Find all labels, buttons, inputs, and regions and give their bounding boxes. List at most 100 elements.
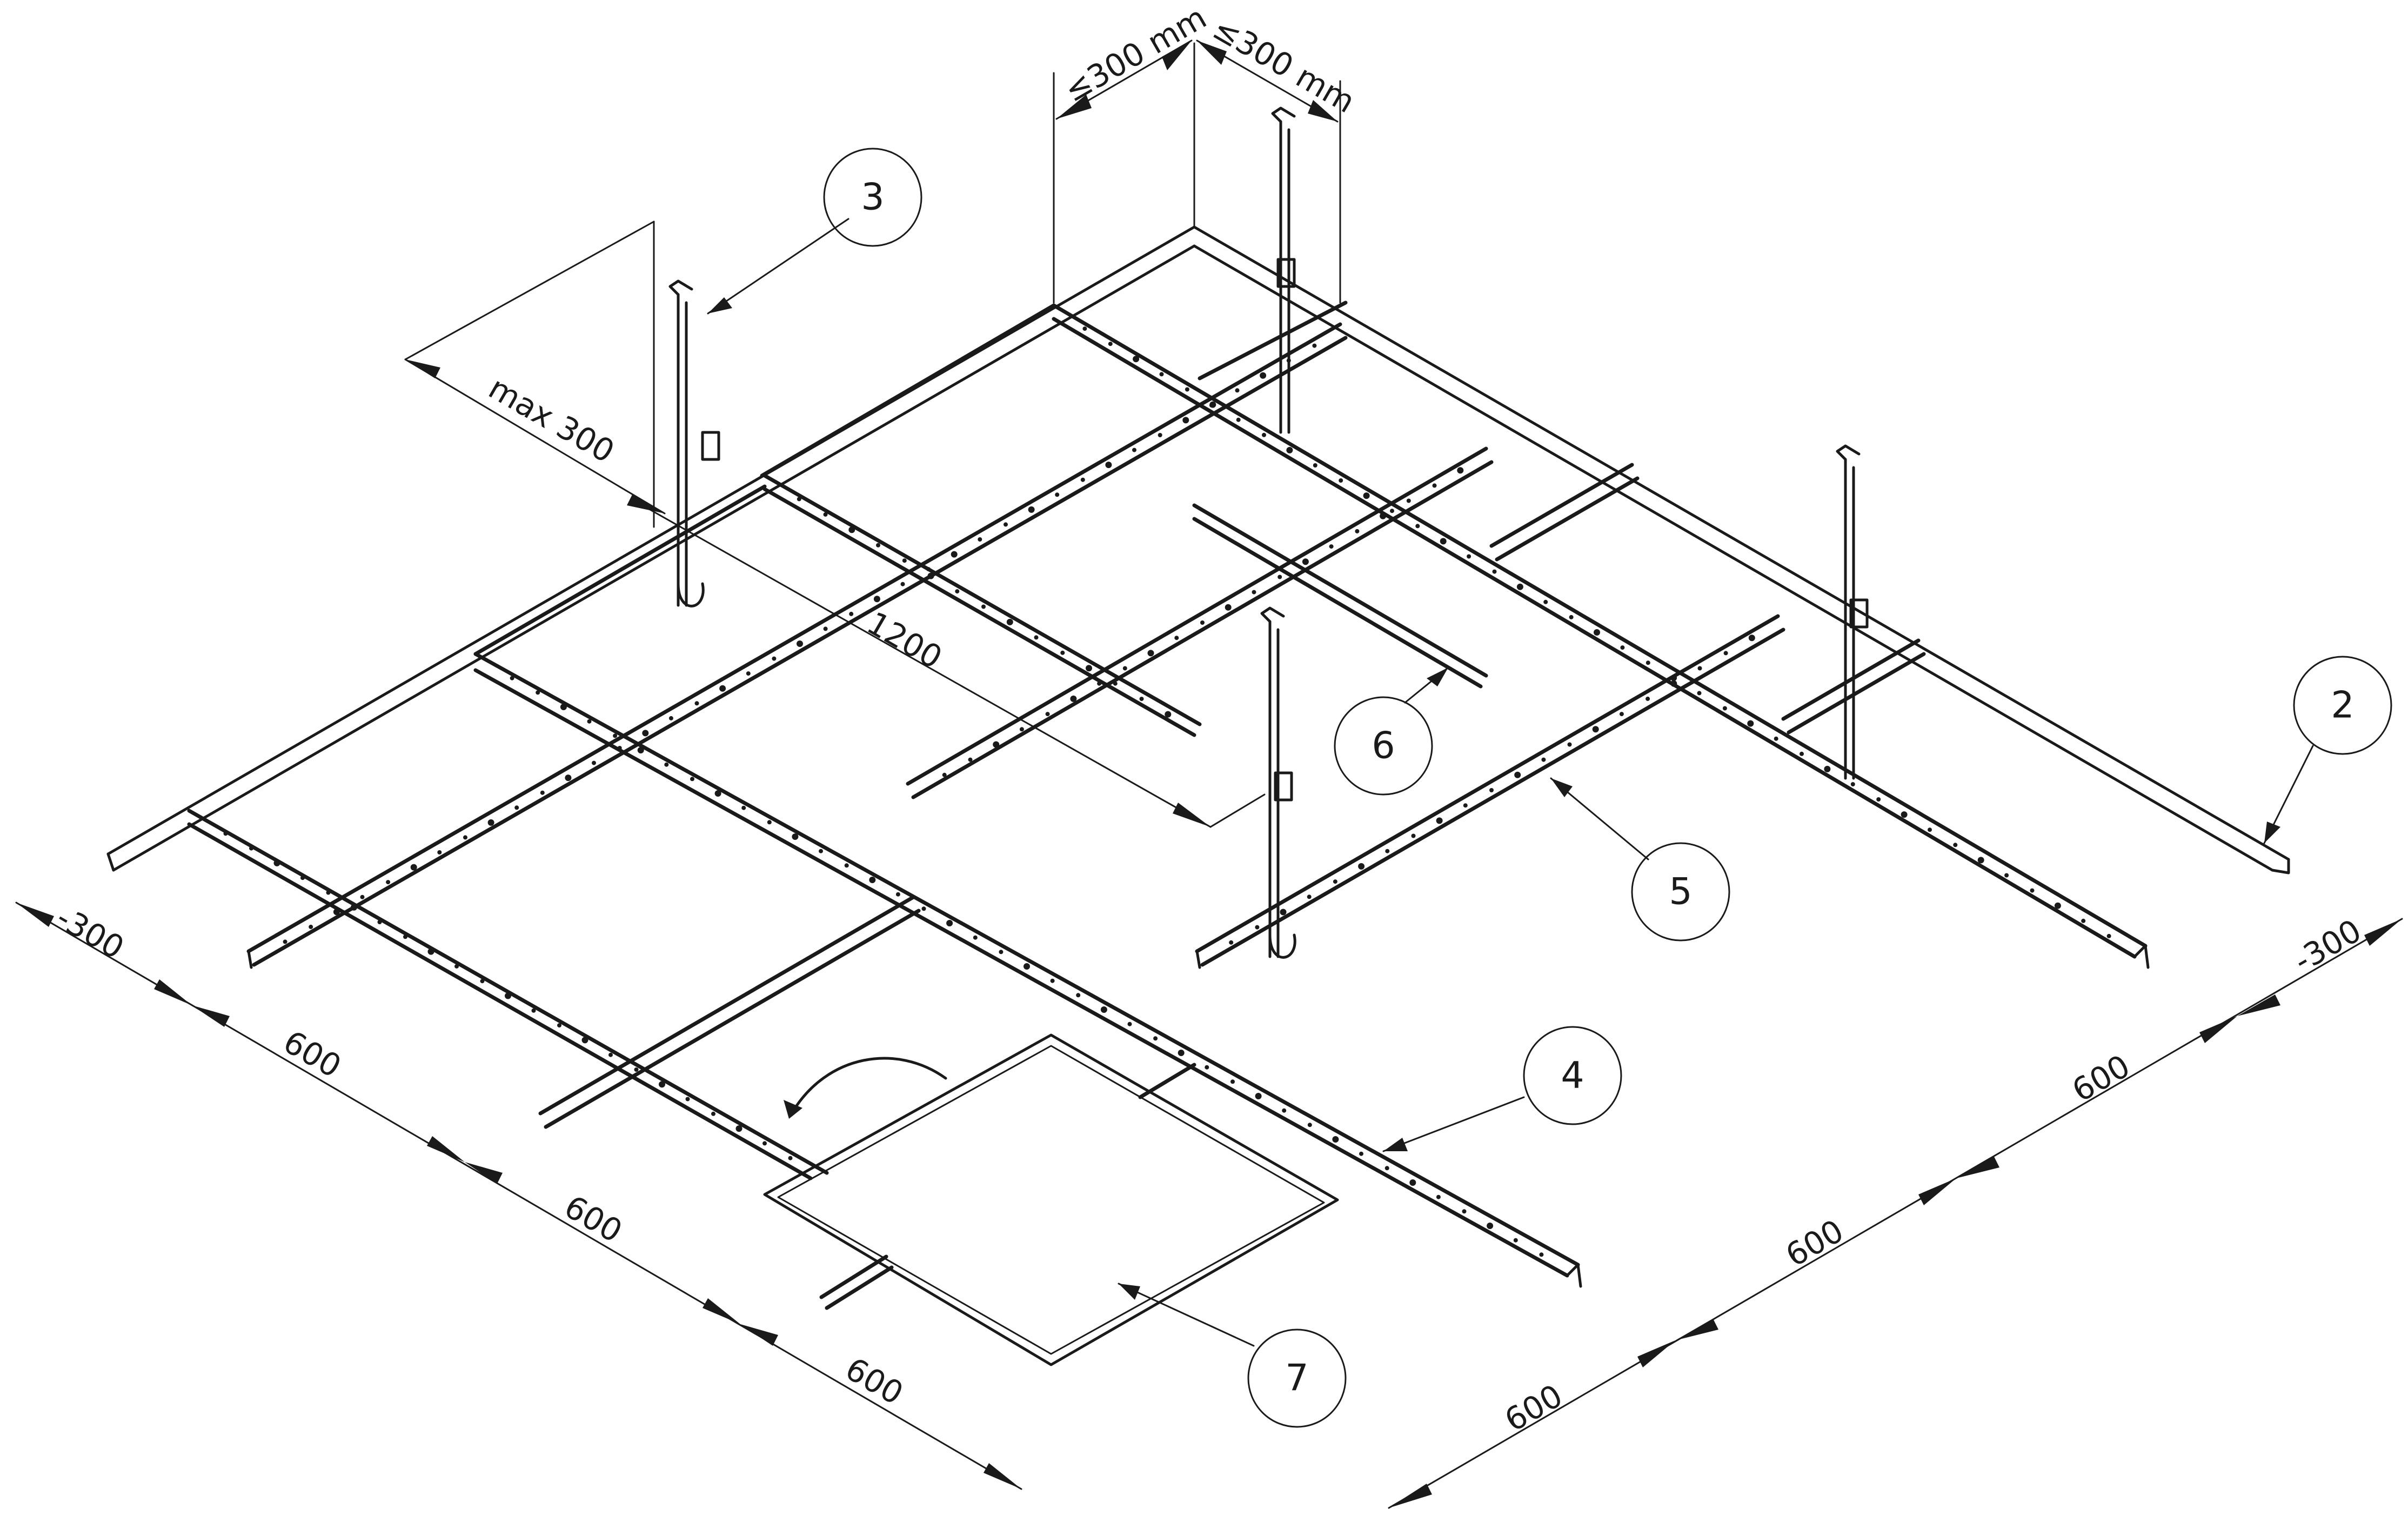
runner-slot [1082, 326, 1087, 331]
runner-slot [711, 1111, 715, 1116]
runner-slot [876, 543, 880, 548]
runner-slot [1432, 483, 1437, 488]
runner-slot [1050, 978, 1055, 983]
runner-slot [719, 685, 726, 692]
dimension-lines [15, 39, 2403, 1509]
runner-slot [1230, 1079, 1235, 1084]
callouts: 3 2 6 5 4 7 [707, 148, 2392, 1428]
runner-slot [2106, 933, 2111, 938]
runner-slot [659, 1081, 665, 1088]
runner-slot [1200, 620, 1205, 625]
runner-slot [1774, 736, 1778, 741]
callout-3: 3 [861, 176, 884, 219]
runner-slot [968, 757, 973, 762]
runner-slot [664, 762, 669, 767]
runner-slot [454, 964, 459, 969]
runner-slot [1182, 417, 1189, 424]
runner-slot [1333, 879, 1337, 884]
runner-slot [873, 596, 880, 603]
runner-slot [1513, 1238, 1518, 1243]
callout-circle-6 [1334, 696, 1433, 796]
runner-slot [1541, 757, 1546, 762]
runner-slot [1174, 636, 1179, 640]
runner-slot [993, 741, 1000, 748]
runner-slot [1697, 691, 1702, 696]
runner-slot [377, 920, 382, 924]
runner-slot [326, 890, 331, 895]
runner-slot [1209, 403, 1214, 408]
runner-slot [1086, 665, 1092, 672]
runner-slot [1467, 554, 1471, 559]
wall-angle-perimeter [106, 225, 2290, 875]
runner-slot [463, 835, 467, 840]
runner-slot [844, 863, 849, 868]
runner-slot [1070, 695, 1077, 702]
runner-slot [613, 733, 618, 738]
runner-slot [1235, 388, 1240, 393]
runner-slot [592, 760, 596, 765]
runner-slot [1236, 417, 1241, 422]
runner-slot [2081, 918, 2086, 923]
runner-slot [1406, 498, 1411, 503]
runner-slot [1339, 478, 1343, 483]
runner-slot [1139, 697, 1144, 702]
dim-1200: 1200 [861, 604, 948, 676]
runner-slot [1307, 1123, 1312, 1127]
runner-slot [1302, 558, 1309, 565]
runner-slot [1076, 993, 1081, 998]
runner-slot [1127, 1022, 1132, 1026]
runner-slot [1312, 343, 1317, 348]
runner-slot [981, 604, 986, 609]
runner-slot [1178, 1050, 1185, 1056]
runner-slot [1463, 803, 1468, 808]
runner-slot [927, 572, 934, 579]
runner-slot [735, 1125, 743, 1132]
runner-slot [1165, 711, 1172, 718]
runner-slot [608, 1052, 613, 1057]
runner-slot [1876, 797, 1881, 802]
runner-slot [557, 1023, 561, 1028]
runner-slot [386, 880, 391, 885]
runner-slot [617, 746, 622, 750]
runner-slot [1385, 849, 1390, 853]
runner-slot [514, 805, 519, 810]
runner-slot [1359, 1151, 1363, 1156]
runner-slot [1113, 681, 1118, 686]
dim-top-left-300mm: ≤300 mm [1058, 0, 1213, 109]
runner-slot [823, 626, 828, 631]
runner-slot [1619, 712, 1624, 717]
runner-slot [1097, 681, 1102, 686]
runner-slot [437, 850, 442, 855]
runner-slot [1670, 675, 1677, 682]
runner-slot [1722, 706, 1727, 711]
runner-slot [741, 805, 746, 810]
runner-slot [694, 701, 699, 706]
runner-slot [1332, 1136, 1339, 1143]
runner-slot [690, 777, 694, 782]
runner-slot [1358, 863, 1365, 870]
runner-slot [1411, 833, 1416, 838]
runner-slot [819, 849, 823, 853]
runner-slot [1697, 666, 1702, 671]
runner-slot [1004, 522, 1008, 527]
runner-slot [536, 690, 540, 695]
runner-slot [1045, 712, 1050, 717]
runner-slot [823, 512, 828, 517]
runner-slot [1543, 599, 1548, 604]
runner-slot [746, 671, 751, 676]
runner-slot [1977, 857, 1984, 864]
runner-slot [1313, 463, 1317, 468]
runner-slot [587, 719, 592, 724]
runner-slot [1824, 765, 1831, 772]
dim-max-300: max 300 [483, 369, 620, 470]
callout-circle-4 [1523, 1026, 1622, 1125]
runner-slot [333, 909, 340, 916]
dim-right-600-a: 600 [2066, 1047, 2136, 1109]
runner-slot [1262, 432, 1266, 437]
dim-top-right-300mm: ≤300 mm [1207, 10, 1361, 120]
runner-slot [895, 892, 900, 897]
runner-slot [1901, 811, 1908, 818]
runner-slot [249, 846, 253, 851]
runner-slot [1159, 372, 1164, 377]
